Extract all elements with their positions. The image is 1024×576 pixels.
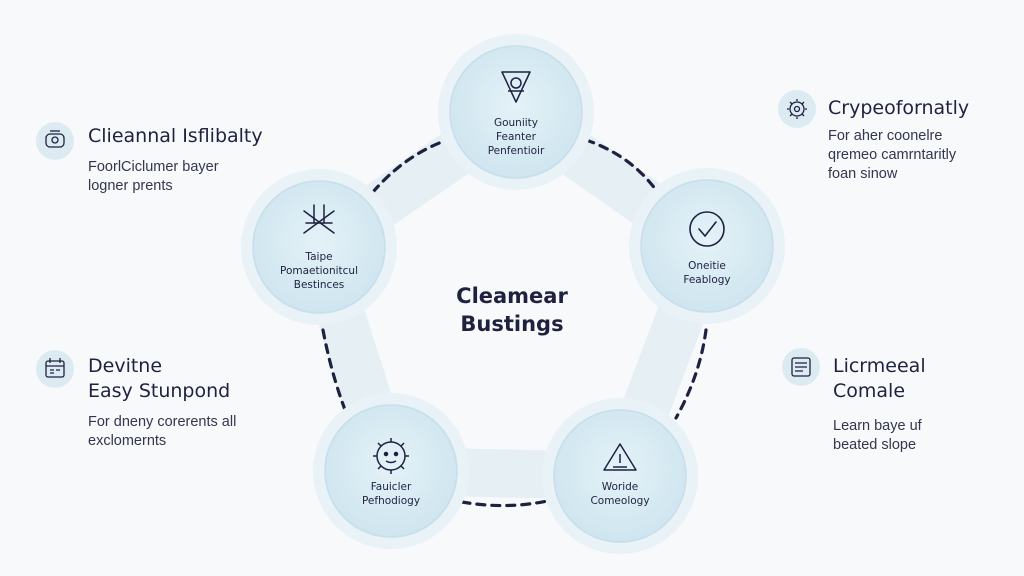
- side-item-title-line: Crypeofornatly: [828, 97, 970, 119]
- side-item-desc-line: For aher coonelre: [828, 128, 943, 144]
- node-left-line-3: Bestinces: [293, 279, 345, 291]
- checkmark-circle-icon: [689, 211, 725, 247]
- side-item-title-line: Easy Stunpond: [88, 380, 231, 402]
- side-calendar-icon: [36, 350, 74, 388]
- side-item-desc-line: logner prents: [88, 178, 173, 194]
- side-item-title: Crypeofornatly: [828, 96, 969, 121]
- side-document-icon: [782, 348, 820, 386]
- connector-bottom: [460, 498, 554, 508]
- node-bottom-left-line-2: Pefhodiogy: [361, 495, 421, 507]
- node-top: [449, 45, 583, 179]
- side-badge-icon: [36, 122, 74, 160]
- shield-triangle-icon: [501, 71, 531, 103]
- side-item-title-line: Licrmeeal: [833, 355, 926, 377]
- center-title-line-1: Cleamear: [456, 284, 568, 308]
- node-top-label: Gouniity Feanter Penfentioir: [451, 116, 581, 158]
- side-item-title: Licrmeeal Comale: [833, 354, 926, 404]
- side-item-desc-line: qremeo camrntaritly: [828, 147, 957, 163]
- node-left-label: Taipe Pomaetionitcul Bestinces: [254, 250, 384, 292]
- node-bottom-right-line-1: Woride: [601, 481, 639, 493]
- center-title-line-2: Bustings: [460, 312, 564, 336]
- node-top-line-2: Feanter: [496, 131, 536, 143]
- node-bottom-right-line-2: Comeology: [590, 495, 650, 507]
- side-item-title: Devitne Easy Stunpond: [88, 354, 230, 404]
- side-item-desc-line: beated slope: [833, 437, 917, 453]
- node-bottom-right-label: Woride Comeology: [555, 480, 685, 508]
- tools-icon: [303, 204, 335, 234]
- side-item-title: Clieannal Isflibalty: [88, 124, 263, 149]
- side-item-desc: For aher coonelre qremeo camrntaritly fo…: [828, 127, 956, 184]
- node-right-label: Oneitie Feablogy: [642, 259, 772, 287]
- side-item-title-line: Devitne: [88, 355, 163, 377]
- side-item-desc: Learn baye uf beated slope: [833, 417, 922, 455]
- node-right-line-1: Oneitie: [688, 260, 726, 272]
- warning-triangle-icon: [603, 443, 637, 471]
- side-item-desc-line: foan sinow: [828, 166, 898, 182]
- node-left-line-1: Taipe: [305, 251, 333, 263]
- side-item-desc-line: Learn baye uf: [833, 418, 922, 434]
- side-item-desc-line: FoorlCiclumer bayer: [88, 159, 219, 175]
- side-item-desc-line: For dneny corerents all: [88, 414, 237, 430]
- connector-top-right: [584, 138, 658, 192]
- node-top-line-3: Penfentioir: [487, 145, 545, 157]
- node-right-line-2: Feablogy: [683, 274, 731, 286]
- node-bottom-left-line-1: Fauicler: [370, 481, 412, 493]
- side-item-desc-line: exclomernts: [88, 433, 167, 449]
- node-top-line-1: Gouniity: [493, 117, 539, 129]
- side-item-title-line: Comale: [833, 380, 906, 402]
- side-item-desc: For dneny corerents all exclomernts: [88, 413, 236, 451]
- center-title: Cleamear Bustings: [412, 282, 612, 338]
- connector-left-top: [371, 138, 449, 194]
- node-bottom-right: [553, 409, 687, 543]
- gear-face-icon: [373, 438, 409, 474]
- node-left: [252, 180, 386, 314]
- node-left-line-2: Pomaetionitcul: [280, 265, 358, 277]
- side-item-desc: FoorlCiclumer bayer logner prents: [88, 158, 219, 196]
- node-bottom-left-label: Fauicler Pefhodiogy: [326, 480, 456, 508]
- connector-right-bottom: [674, 328, 708, 420]
- side-gear-icon: [778, 90, 816, 128]
- side-item-title-line: Clieannal Isflibalty: [88, 125, 263, 147]
